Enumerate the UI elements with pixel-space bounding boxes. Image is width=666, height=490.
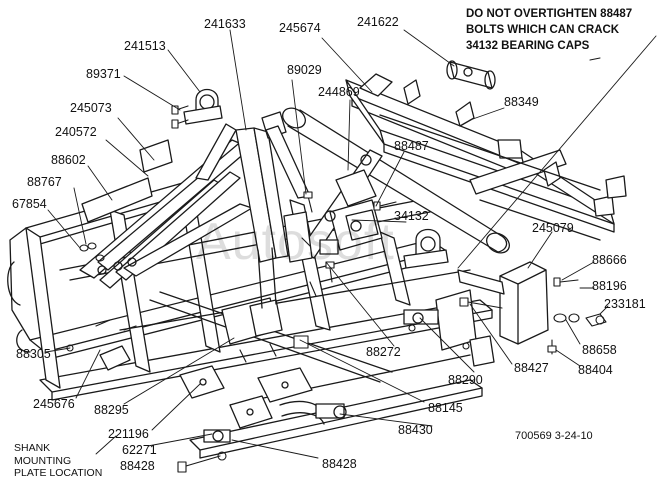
callout-88290[interactable]: 88290 <box>448 373 483 387</box>
shank-note-line-2: MOUNTING <box>14 454 72 467</box>
watermark: Autosoft <box>196 213 395 271</box>
callout-88602[interactable]: 88602 <box>51 153 86 167</box>
callout-241622[interactable]: 241622 <box>357 15 399 29</box>
mast <box>195 111 311 345</box>
warning-line-1: DO NOT OVERTIGHTEN 88487 <box>466 8 633 20</box>
callout-244869[interactable]: 244869 <box>318 85 360 99</box>
warning-line-2: BOLTS WHICH CAN CRACK <box>466 24 620 36</box>
callout-88427[interactable]: 88427 <box>514 361 549 375</box>
callout-245674[interactable]: 245674 <box>279 21 321 35</box>
callout-221196[interactable]: 221196 <box>108 427 149 441</box>
hydraulic-cylinder <box>446 60 496 90</box>
shank-plates <box>99 345 347 443</box>
callout-241513[interactable]: 241513 <box>124 39 166 53</box>
warning-line-3: 34132 BEARING CAPS <box>466 40 590 52</box>
callout-88428-right[interactable]: 88428 <box>322 457 357 471</box>
torque-warning-note: DO NOT OVERTIGHTEN 88487 BOLTS WHICH CAN… <box>466 6 632 54</box>
callout-88196[interactable]: 88196 <box>592 279 627 293</box>
callout-241633[interactable]: 241633 <box>204 17 246 31</box>
callout-89029[interactable]: 89029 <box>287 63 322 77</box>
callout-88428-left[interactable]: 88428 <box>120 459 155 473</box>
shank-mounting-note: SHANK MOUNTING PLATE LOCATION <box>14 442 102 480</box>
callout-88272[interactable]: 88272 <box>366 345 401 359</box>
callout-245676[interactable]: 245676 <box>33 397 75 411</box>
callout-88767[interactable]: 88767 <box>27 175 62 189</box>
callout-88666[interactable]: 88666 <box>592 253 627 267</box>
callout-233181[interactable]: 233181 <box>604 297 646 311</box>
leader-lines <box>45 29 657 459</box>
callout-88404[interactable]: 88404 <box>578 363 613 377</box>
shank-note-line-1: SHANK <box>14 442 51 454</box>
lift-link-assembly <box>283 149 383 263</box>
fasteners <box>66 57 607 473</box>
callout-88305[interactable]: 88305 <box>16 347 51 361</box>
callout-88658[interactable]: 88658 <box>582 343 617 357</box>
callout-34132[interactable]: 34132 <box>394 209 429 223</box>
upper-frame <box>345 73 627 241</box>
callout-245079[interactable]: 245079 <box>532 221 574 235</box>
callout-62271[interactable]: 62271 <box>122 443 157 457</box>
callout-88487[interactable]: 88487 <box>394 139 429 153</box>
callout-89371[interactable]: 89371 <box>86 67 121 81</box>
callout-88349[interactable]: 88349 <box>504 95 539 109</box>
drawing-number: 700569 3-24-10 <box>515 430 593 442</box>
callout-67854[interactable]: 67854 <box>12 197 47 211</box>
bearing-caps <box>183 88 449 269</box>
callout-245073[interactable]: 245073 <box>70 101 112 115</box>
rock-shaft-tube <box>282 107 510 254</box>
shank-note-line-3: PLATE LOCATION <box>14 467 103 479</box>
callout-88145[interactable]: 88145 <box>428 401 463 415</box>
callout-240572[interactable]: 240572 <box>55 125 97 139</box>
callout-88430[interactable]: 88430 <box>398 423 433 437</box>
callout-88295[interactable]: 88295 <box>94 403 129 417</box>
right-bracket <box>403 261 549 367</box>
